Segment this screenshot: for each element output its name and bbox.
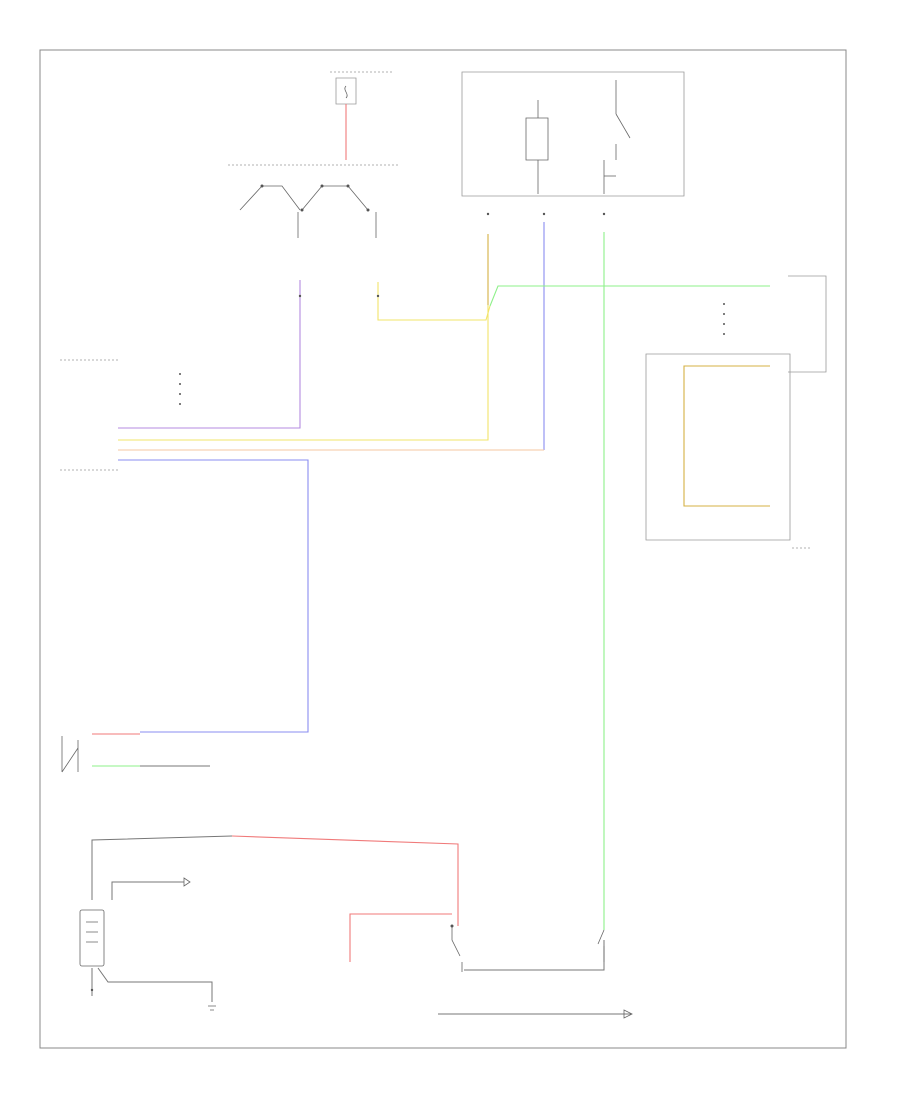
ground-icon [208, 1005, 216, 1011]
wire-gold-module [683, 365, 770, 507]
connector-block-left [60, 359, 120, 471]
battery-icon [79, 909, 105, 967]
wire-blue-left [118, 459, 309, 733]
wire-red-bottom-2 [349, 913, 452, 962]
starter-motor-contact-icon [597, 929, 605, 962]
arrow-icon [623, 1009, 633, 1019]
wire-yellow-long [118, 305, 489, 441]
wire-yellow [377, 282, 491, 321]
ignition-switch [228, 164, 398, 238]
starter-relay-contact-icon [451, 926, 463, 972]
wire-violet [118, 280, 301, 429]
fuse-relay-box-right [461, 71, 685, 197]
fuse-block-left [330, 71, 392, 105]
wire-red-bottom [231, 835, 459, 926]
module-right [645, 275, 827, 549]
wire-green-top [489, 285, 770, 307]
diagram-frame [39, 49, 847, 1049]
switch-contact-icon [61, 736, 79, 773]
